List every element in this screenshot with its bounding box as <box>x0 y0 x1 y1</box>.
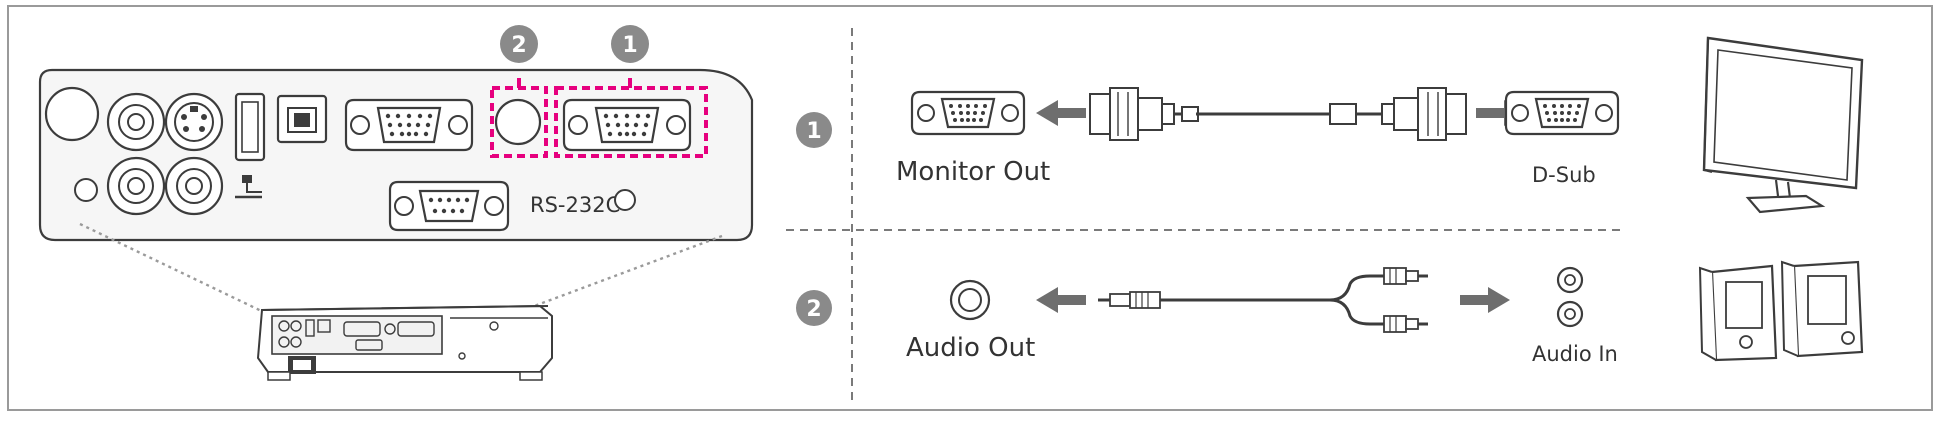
rs232c-port-icon <box>388 180 510 232</box>
audio-in-label: Audio In <box>1532 342 1618 366</box>
audio-cable-icon <box>1098 267 1428 333</box>
arrow-left-icon <box>1036 287 1086 313</box>
svg-text:2: 2 <box>806 297 821 322</box>
s-video-port-icon <box>164 92 224 152</box>
monitor-out-label: Monitor Out <box>896 157 1050 187</box>
monitor-icon <box>1702 36 1864 214</box>
row-badge-2: 2 <box>796 290 832 326</box>
svg-text:1: 1 <box>806 119 821 144</box>
usb-b-port-icon <box>276 94 328 144</box>
power-inlet-circle <box>44 86 100 142</box>
projector-port-panel: RS-232C 2 1 <box>38 25 754 242</box>
rca-jack-icon <box>1556 266 1584 328</box>
vga-port-icon <box>1504 90 1620 136</box>
svg-text:1: 1 <box>622 33 637 58</box>
arrow-right-icon <box>1460 287 1510 313</box>
projector-icon <box>256 304 553 381</box>
badge-2: 2 <box>500 25 538 63</box>
row-badge-1: 1 <box>796 112 832 148</box>
vga-computer-port-icon <box>344 98 474 152</box>
rca-audio-right-port-icon <box>164 156 224 216</box>
network-symbol-icon <box>235 175 262 199</box>
badge-1: 1 <box>611 25 649 63</box>
d-sub-label: D-Sub <box>1532 163 1596 187</box>
rs232c-label: RS-232C <box>530 193 620 217</box>
speakers-icon <box>1698 260 1864 362</box>
rca-video-port-icon <box>106 92 166 152</box>
usb-a-port-icon <box>234 92 266 162</box>
outer-frame <box>7 5 1933 411</box>
vga-cable-icon <box>1089 87 1467 141</box>
audio-out-port-icon <box>494 98 542 146</box>
small-hole-icon <box>74 178 98 202</box>
vga-port-icon <box>910 90 1026 136</box>
highlight-box-monitor <box>554 86 708 158</box>
audio-jack-icon <box>949 279 991 321</box>
svg-text:2: 2 <box>511 33 526 58</box>
vga-monitor-out-port-icon <box>562 98 692 152</box>
audio-out-label: Audio Out <box>906 333 1035 363</box>
zoom-line <box>79 222 277 320</box>
arrow-left-icon <box>1036 100 1086 126</box>
small-hole-icon <box>614 189 636 211</box>
rca-audio-left-port-icon <box>106 156 166 216</box>
